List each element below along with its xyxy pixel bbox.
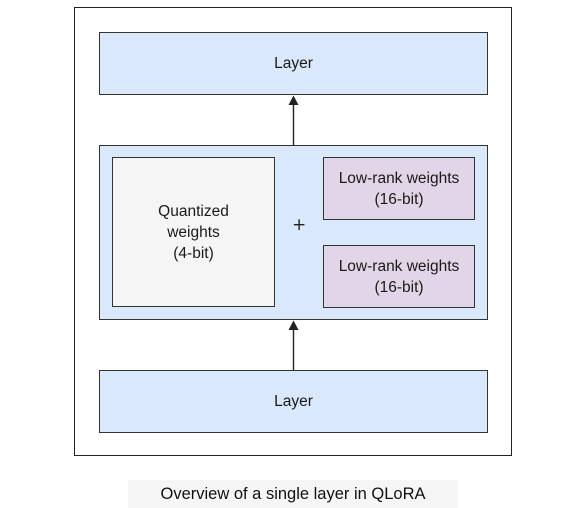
- quantized-line-1: Quantized: [158, 202, 229, 220]
- lowrank-weights-bottom-box: Low-rank weights (16-bit): [323, 245, 475, 308]
- figure-caption: Overview of a single layer in QLoRA: [128, 480, 458, 508]
- top-layer-label: Layer: [274, 55, 313, 72]
- lowrank-weights-top-box: Low-rank weights (16-bit): [323, 157, 475, 220]
- bottom-layer-label: Layer: [274, 393, 313, 410]
- arrow-up-to-top-layer: [288, 95, 299, 146]
- caption-text: Overview of a single layer in QLoRA: [160, 484, 426, 503]
- lowrank-bottom-line-2: (16-bit): [374, 278, 424, 296]
- quantized-line-2: weights: [167, 223, 220, 241]
- plus-operator: +: [292, 215, 307, 235]
- bottom-layer-box: Layer: [99, 370, 488, 433]
- quantized-line-3: (4-bit): [173, 244, 214, 262]
- lowrank-top-line-1: Low-rank weights: [338, 169, 460, 187]
- arrow-up-to-qlora-block: [288, 320, 299, 370]
- top-layer-box: Layer: [99, 32, 488, 95]
- quantized-weights-box: Quantized weights (4-bit): [112, 157, 275, 307]
- lowrank-bottom-line-1: Low-rank weights: [338, 257, 460, 275]
- lowrank-top-line-2: (16-bit): [374, 190, 424, 208]
